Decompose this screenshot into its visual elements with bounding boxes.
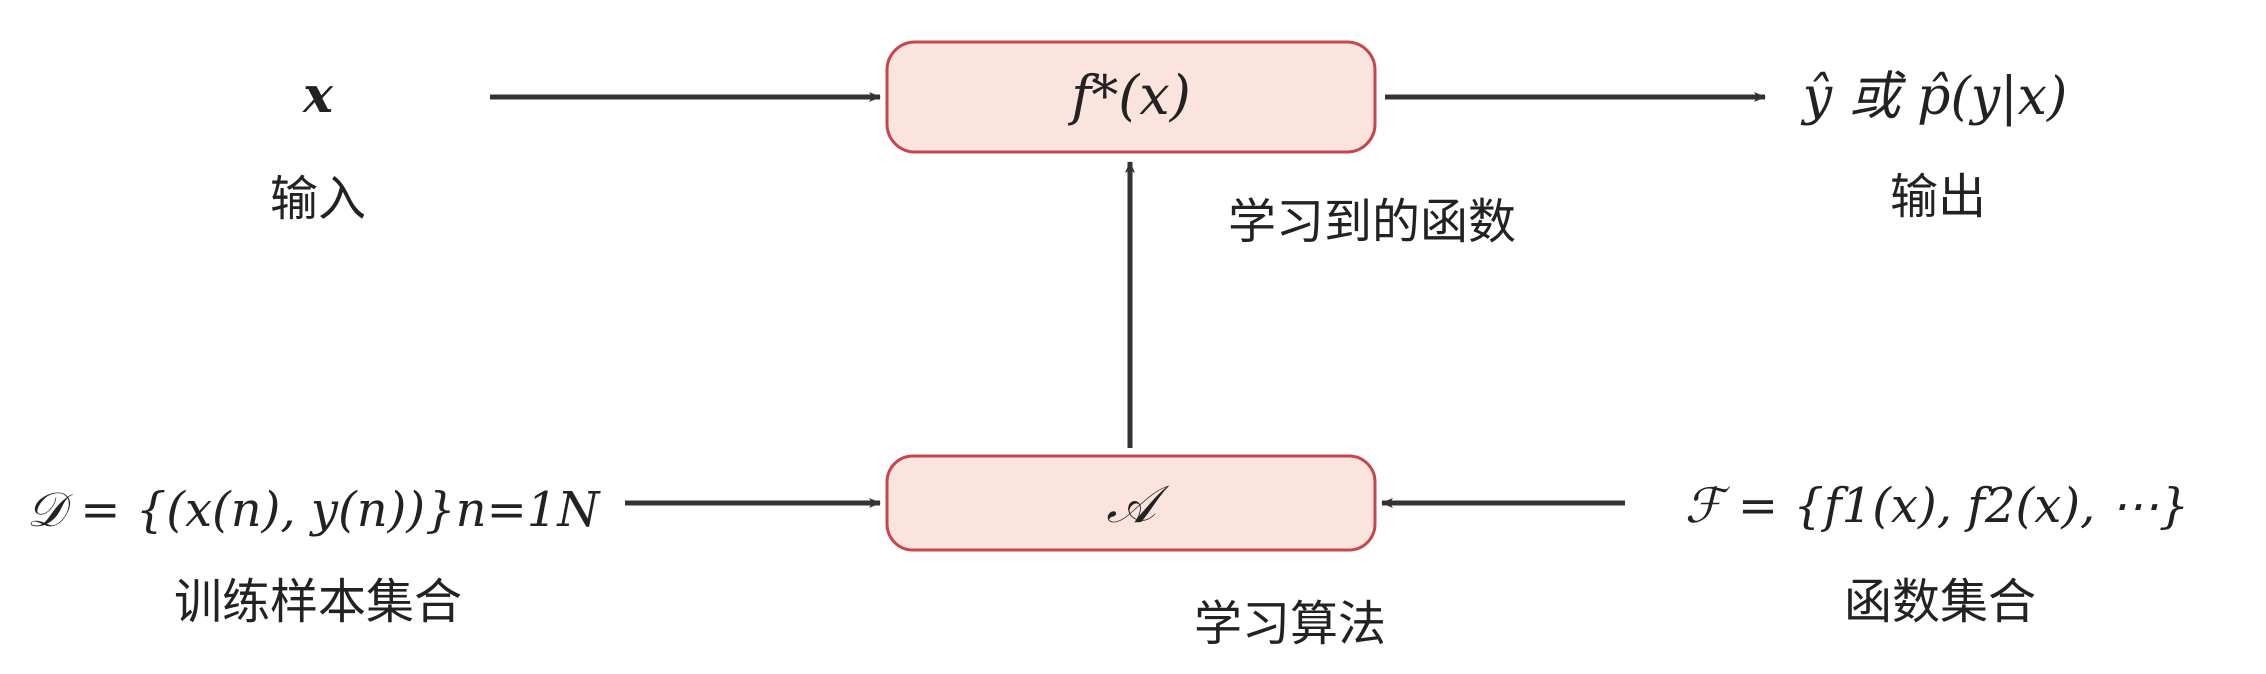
training-set-label: 训练样本集合 xyxy=(174,574,462,630)
learned-function-symbol: f*(x) xyxy=(1067,64,1191,127)
input-symbol: x xyxy=(302,65,334,124)
output-symbol: ŷ 或 p̂(y|x) xyxy=(1801,67,2068,127)
algorithm-box xyxy=(885,454,1377,552)
function-set-symbol: ℱ = {f1(x), f2(x), ⋯} xyxy=(1685,478,2189,534)
learned-function-box xyxy=(885,40,1377,154)
learned-function-label: 学习到的函数 xyxy=(1228,194,1516,250)
input-label: 输入 xyxy=(270,171,366,227)
algorithm-label: 学习算法 xyxy=(1194,596,1386,652)
training-set-symbol: 𝒟 = {(x(n), y(n))}n=1N xyxy=(27,482,602,538)
output-label: 输出 xyxy=(1890,169,1986,225)
function-set-label: 函数集合 xyxy=(1844,574,2036,630)
